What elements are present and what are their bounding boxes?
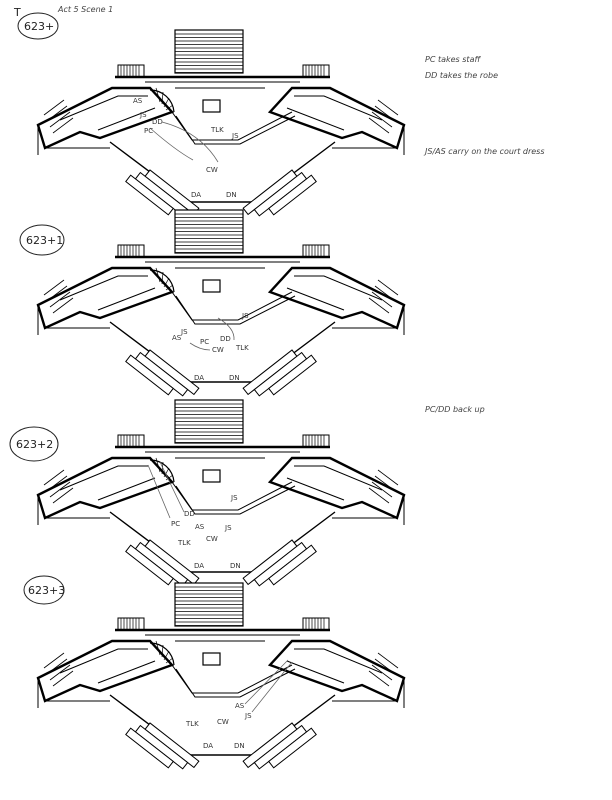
stage-diagram <box>36 208 406 409</box>
actor-label: JS <box>180 328 188 336</box>
panel-4: 623+3 AS JS TLK CW DA DN <box>23 575 406 782</box>
actor-label: DD <box>152 118 163 126</box>
actor-label: DN <box>229 374 240 382</box>
actor-label: JS <box>241 312 249 320</box>
actor-label: PC <box>144 127 153 135</box>
stage-diagram <box>36 398 406 599</box>
sheet-letter: T <box>13 6 21 19</box>
actor-label: TLK <box>177 539 191 547</box>
actor-label: DD <box>220 335 231 343</box>
actor-label: CW <box>206 535 218 543</box>
cue-label: 623+2 <box>16 438 53 451</box>
actor-label: TLK <box>185 720 199 728</box>
cue-label: 623+3 <box>28 584 65 597</box>
actor-label: JS <box>224 524 232 532</box>
movement-arrows <box>244 659 293 713</box>
movement-arrows <box>147 461 185 519</box>
cue-circle <box>17 12 59 40</box>
movement-arrows <box>149 121 219 163</box>
scene-title: Act 5 Scene 1 <box>57 5 113 14</box>
stage-diagram <box>36 581 406 782</box>
actor-label: PC <box>200 338 209 346</box>
actor-label: DN <box>230 562 241 570</box>
panel-3: 623+2 DD PC AS JS CW TLK JS DA DN PC/DD … <box>9 398 485 599</box>
actor-label: JS <box>244 712 252 720</box>
actor-label: DN <box>226 191 237 199</box>
cue-circle <box>23 575 65 605</box>
panel-1: 623+ AS JS DD PC TLK JS CW DA DN PC take… <box>17 12 545 229</box>
actor-label: CW <box>206 166 218 174</box>
actor-label: TLK <box>210 126 224 134</box>
cue-label: 623+ <box>24 20 54 33</box>
actor-label: TLK <box>235 344 249 352</box>
actor-label: AS <box>235 702 245 710</box>
note: PC/DD back up <box>425 405 485 414</box>
actor-label: AS <box>195 523 205 531</box>
note: PC takes staff <box>425 55 481 64</box>
actor-label: DD <box>184 510 195 518</box>
actor-label: DA <box>203 742 213 750</box>
actor-label: CW <box>212 346 224 354</box>
actor-label: DA <box>194 562 204 570</box>
note: DD takes the robe <box>425 71 498 80</box>
cue-circle <box>9 426 59 462</box>
actor-label: PC <box>171 520 180 528</box>
cue-label: 623+1 <box>26 234 63 247</box>
cue-circle <box>19 224 65 256</box>
actor-label: DN <box>234 742 245 750</box>
actor-label: JS <box>230 494 238 502</box>
actor-label: JS <box>139 111 147 119</box>
actor-label: DA <box>194 374 204 382</box>
actor-label: JS <box>231 132 239 140</box>
note: JS/AS carry on the court dress <box>423 147 545 156</box>
actor-label: DA <box>191 191 201 199</box>
panel-2: 623+1 JS AS PC DD TLK CW JS DA DN <box>19 208 406 409</box>
actor-label: AS <box>133 97 143 105</box>
actor-label: CW <box>217 718 229 726</box>
actor-label: AS <box>172 334 182 342</box>
movement-arrows <box>189 317 235 351</box>
